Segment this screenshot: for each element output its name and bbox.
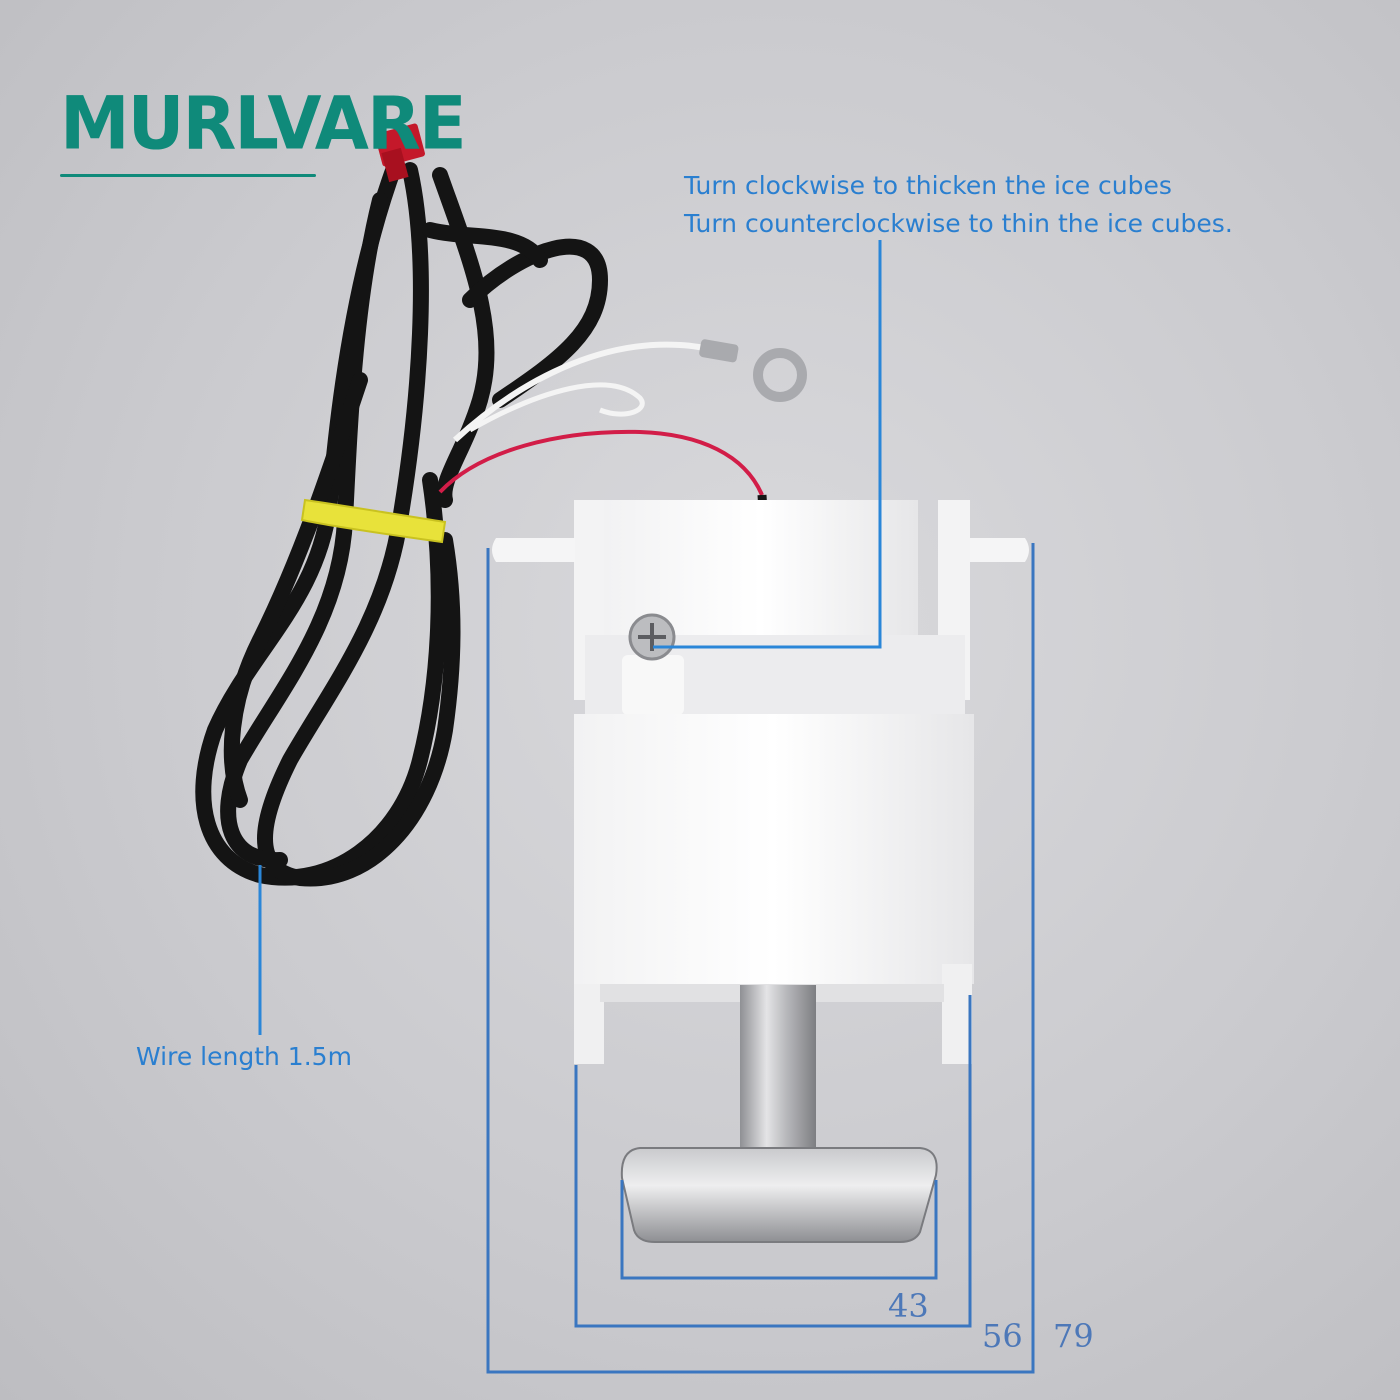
dimension-middle-label: 56 [982,1317,1023,1355]
dimension-inner-label: 43 [888,1287,929,1325]
ring-terminal [699,339,807,402]
yellow-tape [300,498,447,544]
switch-body [492,500,1029,1064]
cable-coil [195,157,609,887]
dimension-brackets [486,543,1035,1374]
white-wire [452,341,726,443]
white-wire-2 [468,382,645,433]
dimension-outer-label: 79 [1053,1317,1094,1355]
thickness-callout-line2: Turn counterclockwise to thin the ice cu… [684,209,1233,238]
adjust-screw [628,613,676,661]
red-connector [375,123,425,183]
red-wire [438,429,764,496]
brand-underline [60,174,316,177]
wire-length-label: Wire length 1.5m [136,1042,352,1071]
brand-logo: MURLVARE [60,80,467,167]
leader-lines [258,240,882,1035]
metal-paddle [620,985,938,1243]
thickness-callout-line1: Turn clockwise to thicken the ice cubes [684,171,1172,200]
